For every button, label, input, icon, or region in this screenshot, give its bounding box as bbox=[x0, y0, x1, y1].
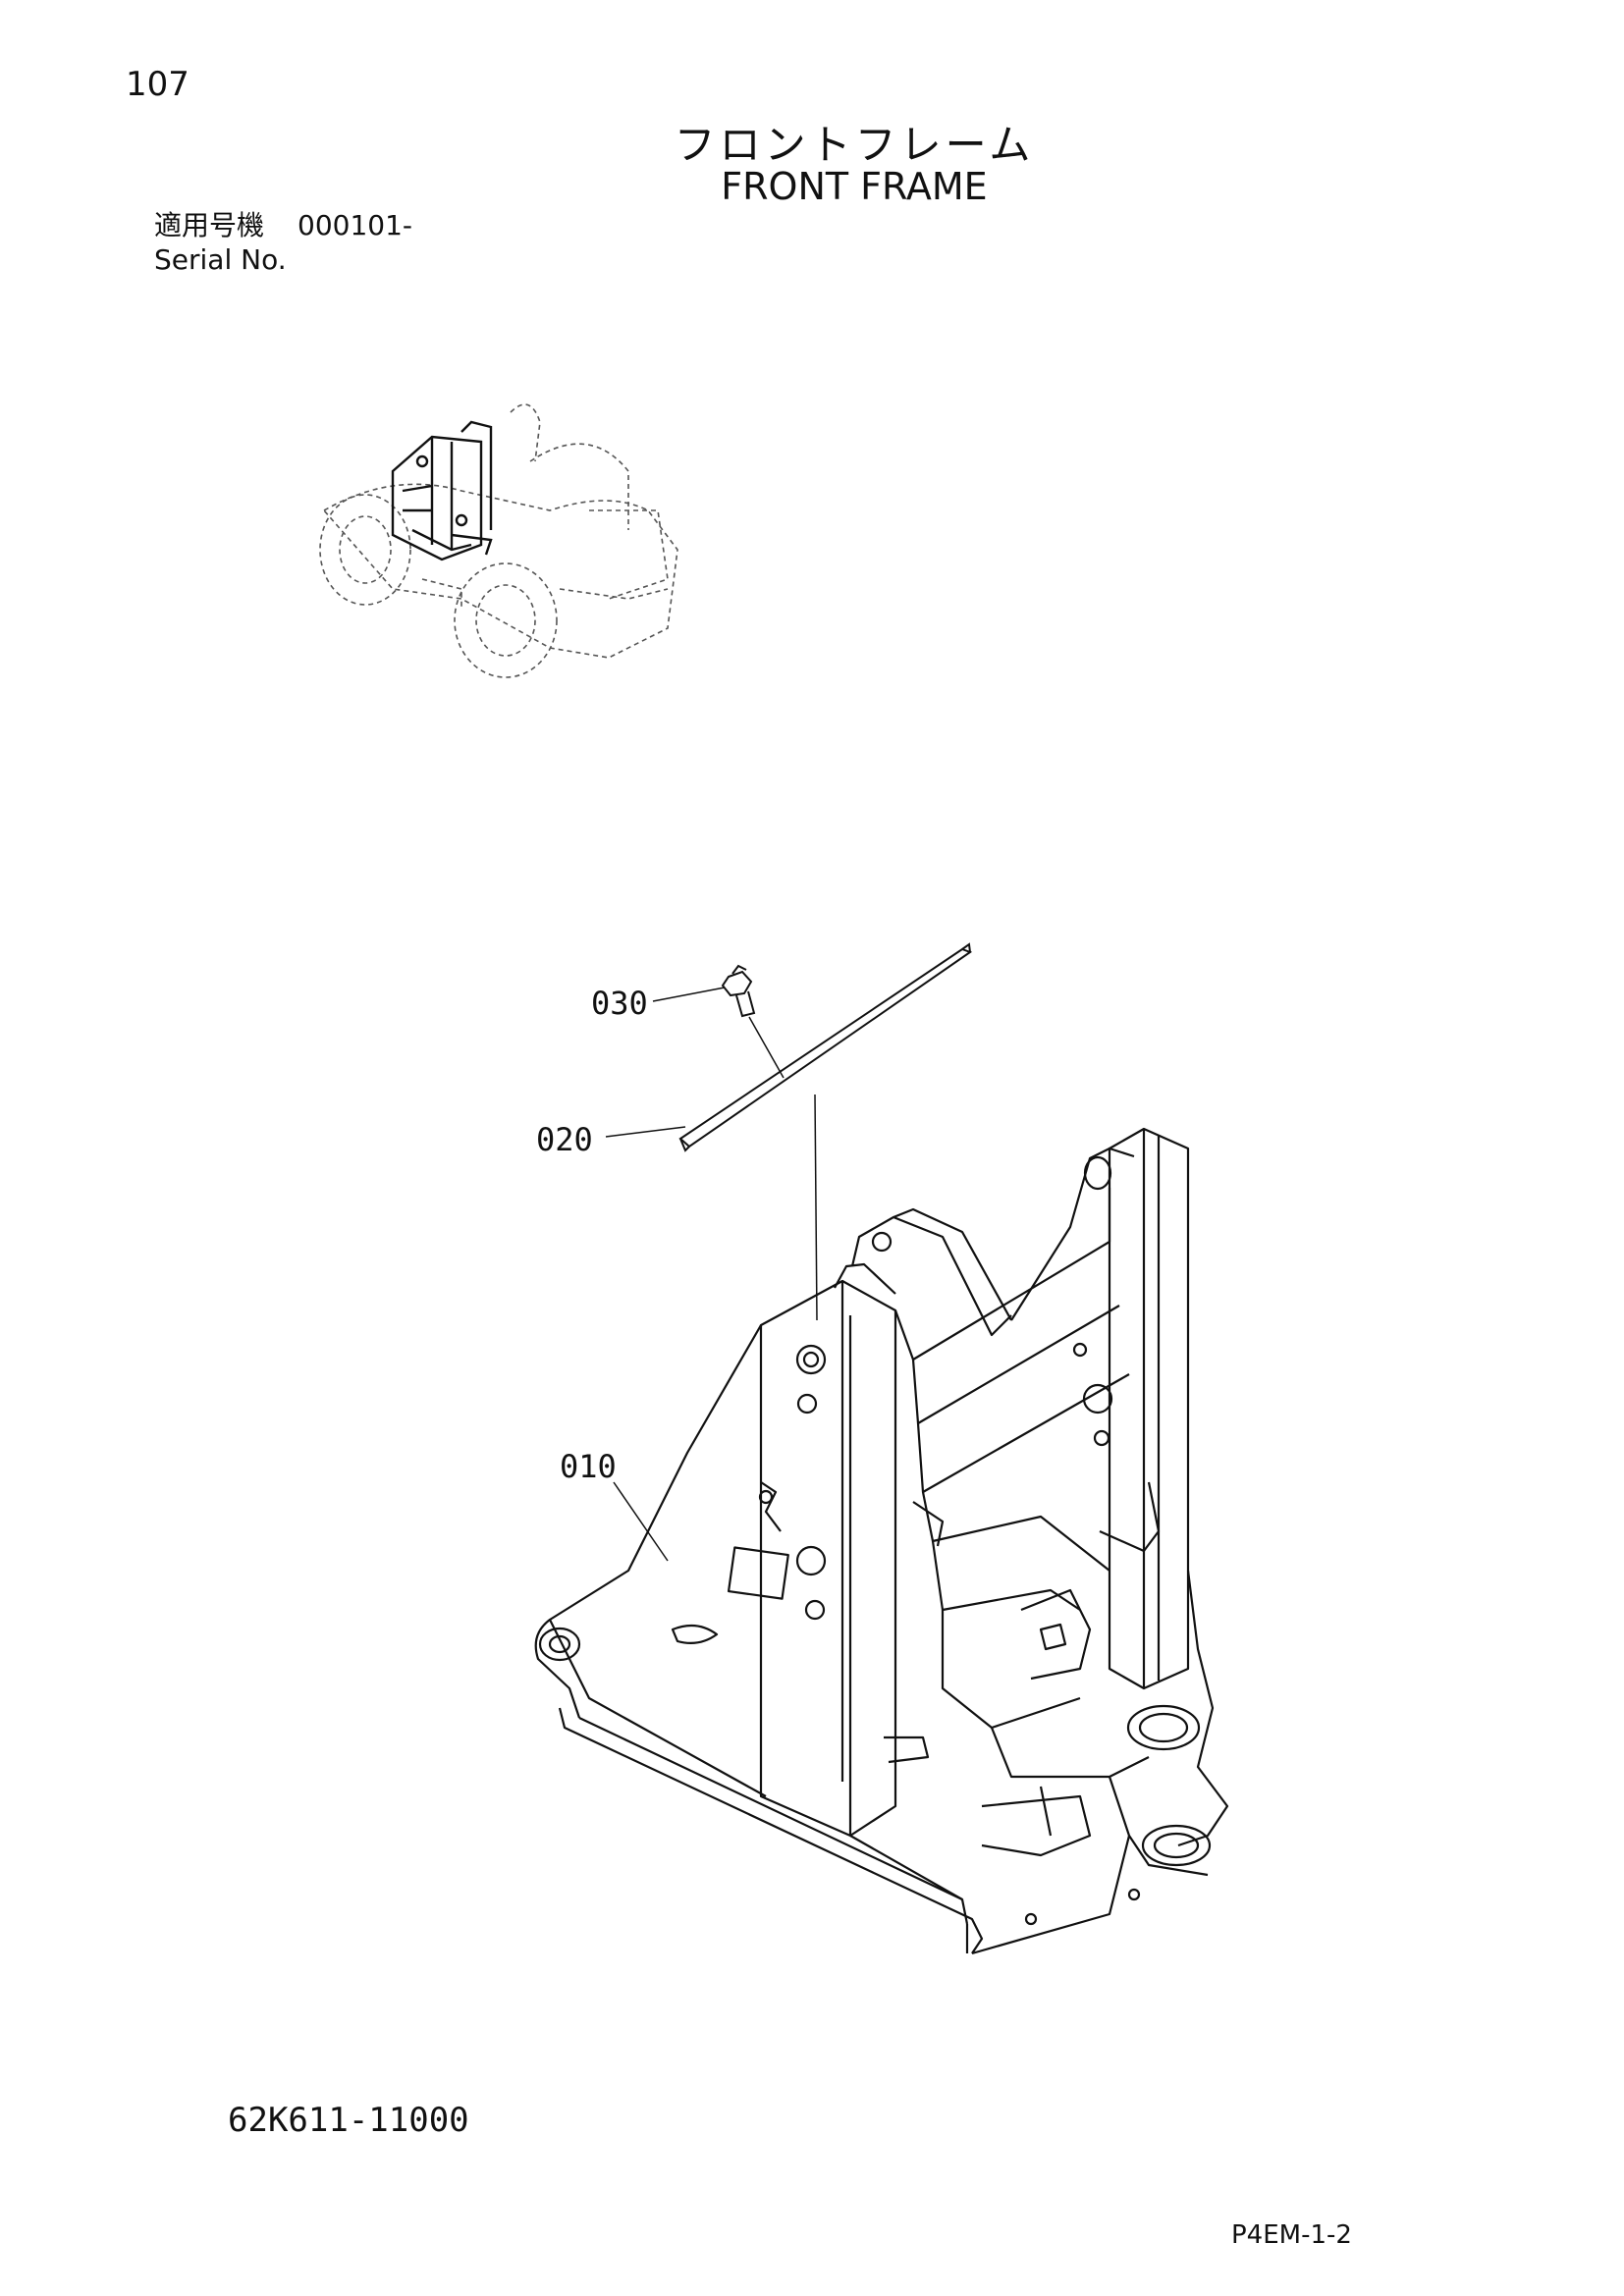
plate-020 bbox=[678, 942, 973, 1152]
leader-lines bbox=[605, 987, 818, 1562]
page-number: 107 bbox=[126, 65, 189, 104]
part-number: 62K611-11000 bbox=[228, 2101, 469, 2140]
locator-thumbnail bbox=[319, 403, 678, 678]
front-frame-010 bbox=[534, 1127, 1229, 1955]
page-title-japanese: フロントフレーム bbox=[674, 121, 1035, 169]
callout-020: 020 bbox=[536, 1121, 593, 1158]
serial-label-japanese: 適用号機 bbox=[154, 209, 265, 241]
bolt-030 bbox=[721, 964, 756, 1018]
serial-label-english: Serial No. bbox=[154, 243, 287, 276]
page-title-english: FRONT FRAME bbox=[721, 165, 988, 208]
document-code: P4EM-1-2 bbox=[1231, 2220, 1352, 2250]
callout-030: 030 bbox=[591, 985, 648, 1022]
serial-row: 適用号機 000101- bbox=[154, 204, 412, 243]
callout-010: 010 bbox=[560, 1448, 617, 1485]
locator-highlight bbox=[391, 420, 493, 561]
serial-value: 000101- bbox=[298, 209, 413, 241]
